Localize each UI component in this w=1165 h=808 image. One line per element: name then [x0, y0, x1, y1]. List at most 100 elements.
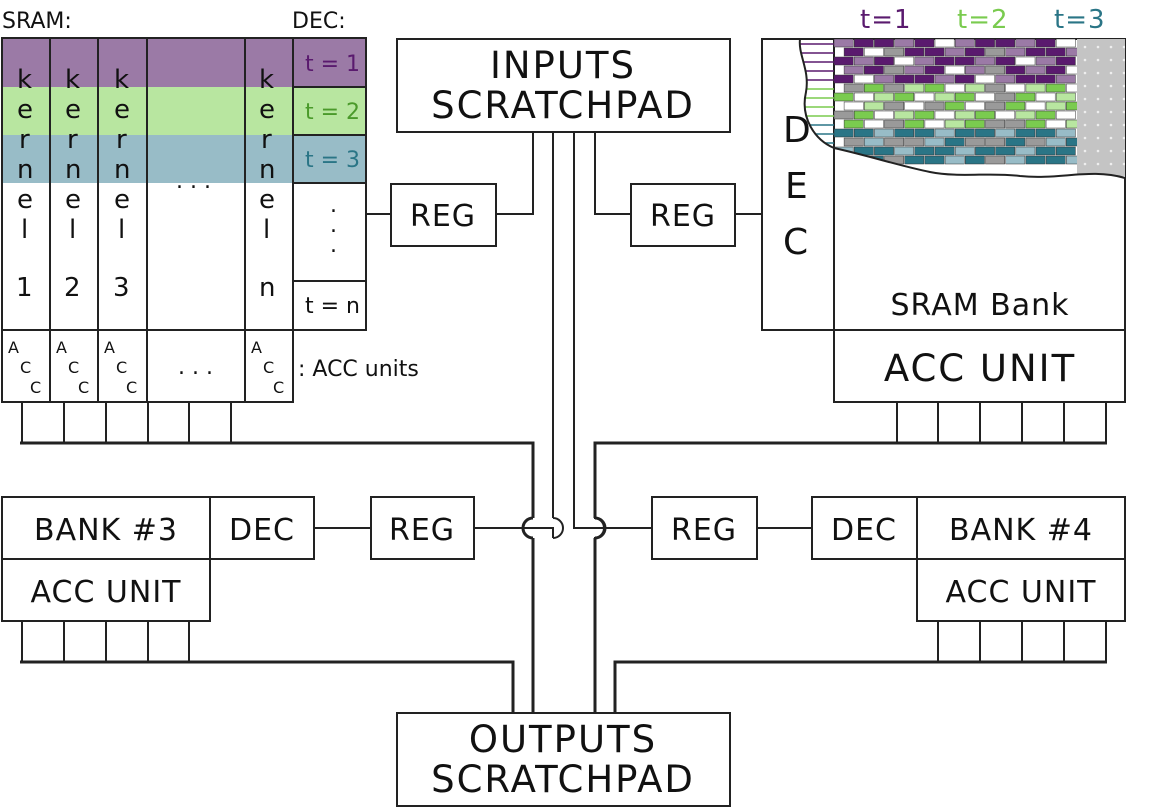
memory-cell	[965, 119, 985, 129]
memory-cell	[894, 92, 915, 102]
bank-4-acc: ACC UNIT	[946, 575, 1097, 610]
svg-text:e: e	[65, 95, 81, 125]
memory-cell	[884, 101, 904, 111]
memory-cell	[995, 56, 1016, 66]
memory-cell	[884, 137, 904, 147]
memory-cell	[954, 128, 975, 138]
dec-vdot-2: .	[330, 213, 337, 238]
kernel-number-n: n	[259, 273, 275, 303]
memory-cell	[884, 83, 904, 93]
memory-cell	[874, 128, 894, 138]
memory-cell	[874, 110, 894, 120]
acc-units-label: : ACC units	[298, 357, 419, 382]
memory-cell	[904, 137, 925, 147]
memory-cell	[985, 119, 1005, 129]
kernel-number-2: 2	[64, 273, 81, 303]
memory-cell	[934, 92, 955, 102]
memory-cell	[834, 39, 854, 48]
memory-cell	[894, 110, 915, 120]
bank-4-label: BANK #4	[949, 513, 1093, 548]
memory-cell	[965, 83, 985, 93]
memory-cell	[894, 146, 915, 156]
memory-cell	[975, 146, 995, 156]
memory-cell	[1035, 128, 1056, 138]
memory-cell	[853, 39, 874, 48]
gray-dot	[1096, 71, 1100, 75]
memory-cell	[864, 83, 884, 93]
svg-text:C: C	[116, 358, 127, 377]
acc-cell-2: ACC	[56, 338, 89, 397]
gray-dot	[1096, 58, 1100, 62]
memory-cell	[985, 83, 1005, 93]
memory-cell	[843, 137, 864, 147]
memory-cell	[874, 92, 894, 102]
gray-dot	[1109, 162, 1113, 166]
memory-cell	[1045, 119, 1066, 129]
inputs-line1: INPUTS	[490, 44, 636, 87]
memory-cell	[985, 47, 1005, 57]
svg-text:n: n	[114, 155, 130, 185]
memory-cell	[1005, 65, 1026, 75]
memory-cell	[914, 110, 935, 120]
gray-dot	[1096, 97, 1100, 101]
gray-dot	[1096, 136, 1100, 140]
memory-cell	[1055, 128, 1076, 138]
memory-cell	[1045, 155, 1066, 165]
memory-cell	[924, 137, 945, 147]
memory-cell	[1025, 119, 1046, 129]
memory-cell	[1005, 83, 1026, 93]
memory-cell	[1015, 74, 1036, 84]
svg-text:n: n	[259, 155, 275, 185]
gray-column	[1077, 39, 1125, 178]
memory-cell	[934, 146, 955, 156]
memory-cell	[985, 65, 1005, 75]
memory-cell	[934, 128, 955, 138]
memory-cell	[944, 137, 965, 147]
legend-t3: t=3	[1054, 5, 1106, 35]
gray-dot	[1083, 136, 1087, 140]
memory-cell	[834, 74, 854, 84]
outputs-line1: OUTPUTS	[469, 718, 657, 761]
reg-top-right: REG	[630, 183, 736, 247]
gray-dot	[1122, 123, 1125, 127]
memory-cell	[965, 65, 985, 75]
wiring	[20, 132, 1107, 713]
memory-cell	[975, 92, 995, 102]
svg-text:e: e	[65, 185, 81, 215]
memory-cell	[914, 56, 935, 66]
svg-text:C: C	[20, 358, 31, 377]
outputs-scratchpad: OUTPUTS SCRATCHPAD	[396, 712, 731, 807]
svg-text:A: A	[8, 338, 19, 357]
memory-cell	[975, 39, 995, 48]
memory-cell	[924, 65, 945, 75]
memory-cell	[914, 92, 935, 102]
memory-cell	[1035, 92, 1056, 102]
svg-text:C: C	[78, 378, 89, 397]
gray-dot	[1109, 149, 1113, 153]
inputs-scratchpad: INPUTS SCRATCHPAD	[396, 38, 731, 133]
memory-cell	[1055, 39, 1076, 48]
reg-top-left-label: REG	[410, 199, 476, 234]
top-right-acc-label: ACC UNIT	[884, 347, 1076, 390]
memory-cell	[995, 146, 1016, 156]
dec-band-t2	[293, 87, 366, 135]
svg-text:n: n	[17, 155, 33, 185]
memory-cell	[864, 47, 884, 57]
memory-cell	[965, 155, 985, 165]
reg-bottom-right: REG	[651, 496, 758, 560]
gray-dot	[1122, 58, 1125, 62]
memory-cell	[884, 65, 904, 75]
memory-cell	[1025, 155, 1046, 165]
memory-cell	[874, 74, 894, 84]
memory-cell	[965, 137, 985, 147]
gray-dot	[1109, 71, 1113, 75]
svg-text:k: k	[259, 65, 274, 95]
svg-text:C: C	[273, 378, 284, 397]
svg-text:E: E	[785, 166, 808, 207]
memory-cell	[843, 119, 864, 129]
memory-cell	[1055, 56, 1076, 66]
reg-bottom-left: REG	[370, 496, 475, 560]
memory-cell	[975, 74, 995, 84]
dec-vdot-1: .	[330, 193, 337, 218]
